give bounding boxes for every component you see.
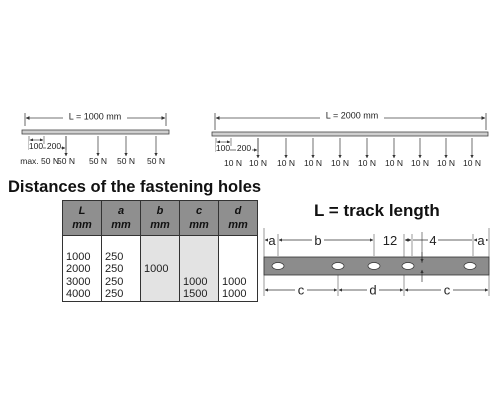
load-label: 10 N [385, 158, 403, 168]
long-rail-diagram: L = 2000 mm 100 200 10 N 10 N 10 N 10 N 10 N… [211, 110, 489, 168]
load-label: 50 N [57, 156, 75, 166]
mounting-hole [463, 262, 477, 270]
long-length-label: L = 2000 mm [326, 111, 378, 121]
load-label: 10 N [224, 158, 242, 168]
column-L: 1000 2000 3000 4000 [62, 235, 102, 302]
mounting-hole [271, 262, 285, 270]
load-label: 10 N [411, 158, 429, 168]
load-label: 10 N [358, 158, 376, 168]
long-dim-100: 100 [216, 143, 230, 153]
load-label: 10 N [277, 158, 295, 168]
holes-section-title: Distances of the fastening holes [8, 178, 262, 196]
mounting-hole [367, 262, 381, 270]
load-label: 10 N [249, 158, 267, 168]
column-a: 250 250 250 250 [101, 235, 141, 302]
column-c: 1000 1500 [179, 235, 219, 302]
track-label-a-right: a [477, 233, 485, 248]
long-dim-200: 200 [237, 143, 251, 153]
load-label: 50 N [117, 156, 135, 166]
track-label-c-left: c [298, 283, 305, 298]
load-label: 50 N [89, 156, 107, 166]
track-label-12: 12 [383, 233, 397, 248]
load-label: 10 N [331, 158, 349, 168]
mounting-hole [401, 262, 415, 270]
load-label: 10 N [463, 158, 481, 168]
table-row: 1000 2000 3000 4000 250 250 250 250 1000… [62, 235, 258, 302]
track-label-a-left: a [268, 233, 276, 248]
track-body [263, 256, 490, 276]
column-b: 1000 [140, 235, 180, 302]
short-length-label: L = 1000 mm [69, 112, 121, 122]
load-label: 10 N [437, 158, 455, 168]
track-label-d: d [369, 283, 376, 298]
short-dim-100: 100 [29, 141, 43, 151]
load-label: 50 N [147, 156, 165, 166]
short-dim-200: 200 [47, 141, 61, 151]
track-label-b: b [314, 233, 321, 248]
mounting-hole [331, 262, 345, 270]
load-label: max. 50 N [20, 156, 59, 166]
load-label: 10 N [304, 158, 322, 168]
track-title: L = track length [314, 201, 440, 220]
track-label-c-right: c [444, 283, 451, 298]
track-label-4: 4 [429, 233, 436, 248]
column-d: 1000 1000 [218, 235, 258, 302]
short-rail [21, 129, 170, 135]
long-rail [211, 131, 489, 137]
